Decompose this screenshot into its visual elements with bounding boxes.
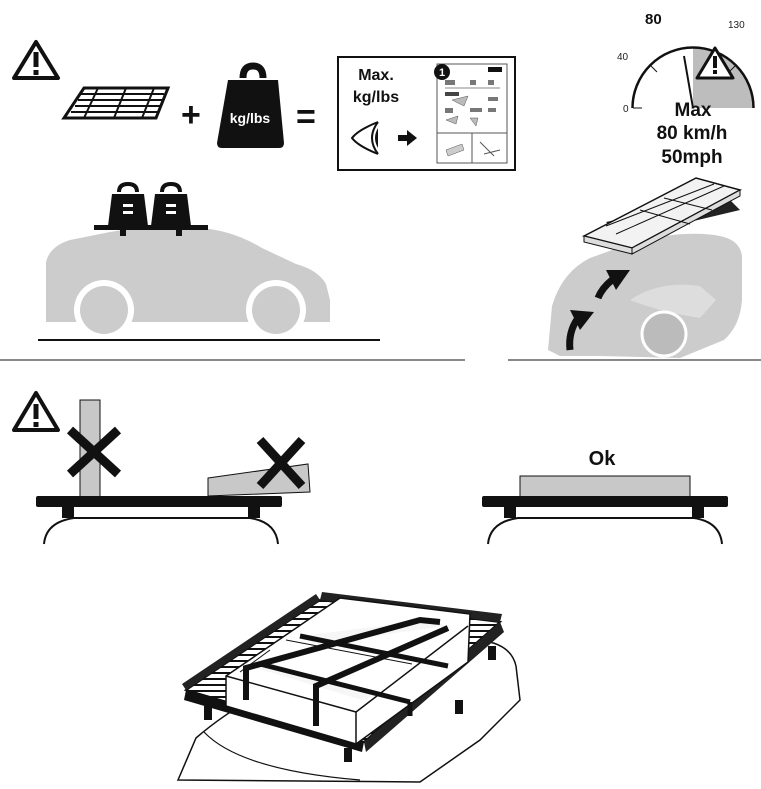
ok-label: Ok xyxy=(589,448,617,470)
warning-icon xyxy=(12,391,60,432)
speed-tick-130: 130 xyxy=(728,20,745,31)
max-label: Max. xyxy=(358,67,394,84)
car-side-view xyxy=(38,225,380,341)
max-speed-mph: 50mph xyxy=(661,147,722,168)
speed-tick-0: 0 xyxy=(623,104,629,115)
warning-icon xyxy=(695,46,735,80)
cross-mark-icon xyxy=(256,436,306,490)
weight-icon xyxy=(151,181,191,226)
equals-sign: = xyxy=(296,98,316,136)
roof-rack-icon xyxy=(61,86,171,120)
cross-mark-icon xyxy=(66,426,122,478)
step-number: 1 xyxy=(439,67,445,79)
plus-sign: + xyxy=(181,96,201,134)
arrow-up-icon xyxy=(566,310,594,351)
speed-tick-80: 80 xyxy=(645,11,662,28)
weight-icon: kg/lbs xyxy=(217,62,284,148)
max-speed-kmh: 80 km/h xyxy=(657,123,728,144)
car-with-load-view xyxy=(548,177,743,358)
manual-reference-box: Max. kg/lbs 1 xyxy=(337,56,516,171)
eye-icon xyxy=(350,121,379,155)
warning-icon xyxy=(12,40,60,80)
arrow-up-icon xyxy=(594,270,630,300)
weight-icon xyxy=(108,181,148,226)
correct-loading-view: Ok xyxy=(482,448,728,545)
weight-label: kg/lbs xyxy=(230,110,271,126)
arrow-right-icon xyxy=(398,130,417,146)
speedometer: 0 40 80 130 xyxy=(617,11,755,115)
manual-page-thumbnail: 1 xyxy=(434,63,508,164)
strapped-load-rack-view xyxy=(176,592,521,783)
kg-lbs-label: kg/lbs xyxy=(353,89,399,106)
speed-tick-40: 40 xyxy=(617,52,629,63)
max-speed-label: Max xyxy=(675,100,712,121)
